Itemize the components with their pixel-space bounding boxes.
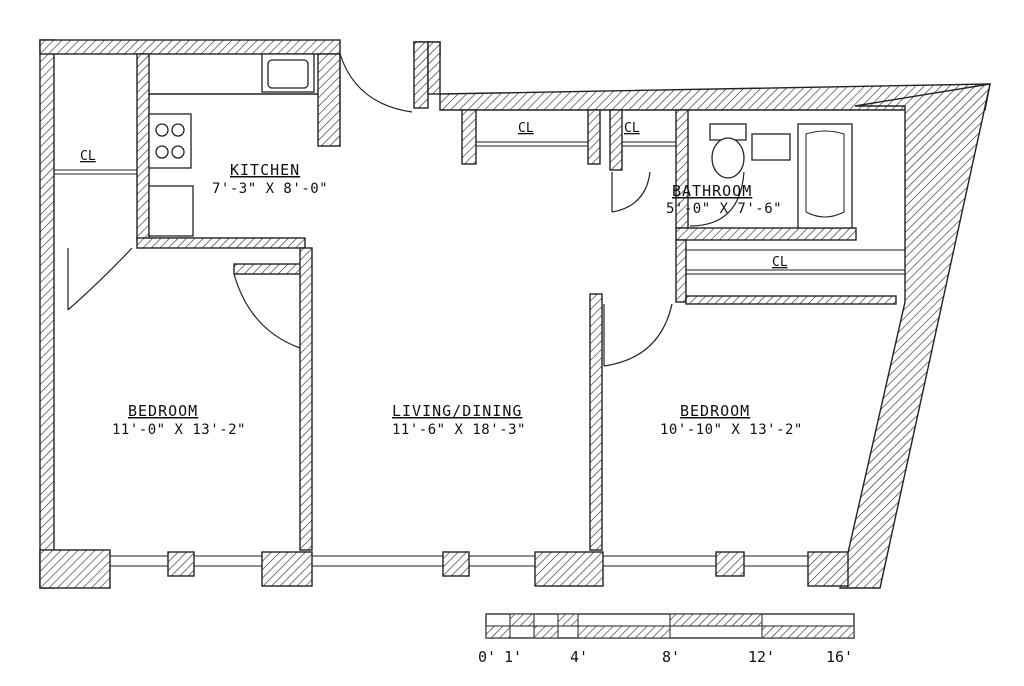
- bathroom-dims: 5'-0" X 7'-6": [666, 201, 782, 217]
- entry-door-icon: [339, 53, 413, 113]
- bathtub-icon: [797, 123, 853, 229]
- bedroom1-door-icon: [67, 247, 133, 311]
- scale-label-12: 12': [748, 648, 775, 666]
- bedroom1-name: BEDROOM: [128, 402, 198, 420]
- bathroom-name: BATHROOM: [672, 182, 752, 200]
- toilet-icon: [711, 137, 745, 179]
- scale-label-0: 0': [478, 648, 496, 666]
- bedroom2-door-icon: [603, 303, 673, 367]
- scale-label-4: 4': [570, 648, 588, 666]
- stove-icon: [148, 113, 192, 169]
- living-name: LIVING/DINING: [392, 402, 522, 420]
- kitchen-dims: 7'-3" X 8'-0": [212, 181, 328, 197]
- kitchen-name: KITCHEN: [230, 161, 300, 179]
- closet-door-icon: [611, 171, 651, 213]
- closet-label-hall2: CL: [624, 121, 640, 136]
- doors: [67, 53, 745, 367]
- kitchen-fixtures: [148, 53, 318, 237]
- bedroom1-dims: 11'-0" X 13'-2": [112, 422, 246, 438]
- bathroom-fixtures: [709, 123, 853, 229]
- closet-label-hall1: CL: [518, 121, 534, 136]
- closet-label-left: CL: [80, 149, 96, 164]
- bedroom2-name: BEDROOM: [680, 402, 750, 420]
- scale-label-8: 8': [662, 648, 680, 666]
- interior-walls: [136, 53, 897, 551]
- vanity-sink-icon: [751, 133, 791, 161]
- bedroom2-dims: 10'-10" X 13'-2": [660, 422, 803, 438]
- bedroom1-main-door-icon: [233, 273, 301, 349]
- room-labels: KITCHEN 7'-3" X 8'-0" BATHROOM 5'-0" X 7…: [80, 121, 803, 438]
- scale-label-16: 16': [826, 648, 853, 666]
- bathroom-door-icon: [689, 171, 745, 227]
- refrigerator-icon: [148, 185, 194, 237]
- closets: [54, 141, 905, 275]
- exterior-walls: [39, 39, 991, 589]
- living-dims: 11'-6" X 18'-3": [392, 422, 526, 438]
- closet-label-bedroom2: CL: [772, 255, 788, 270]
- scale-bar: 0' 1' 4' 8' 12' 16': [478, 613, 855, 666]
- scale-label-1: 1': [504, 648, 522, 666]
